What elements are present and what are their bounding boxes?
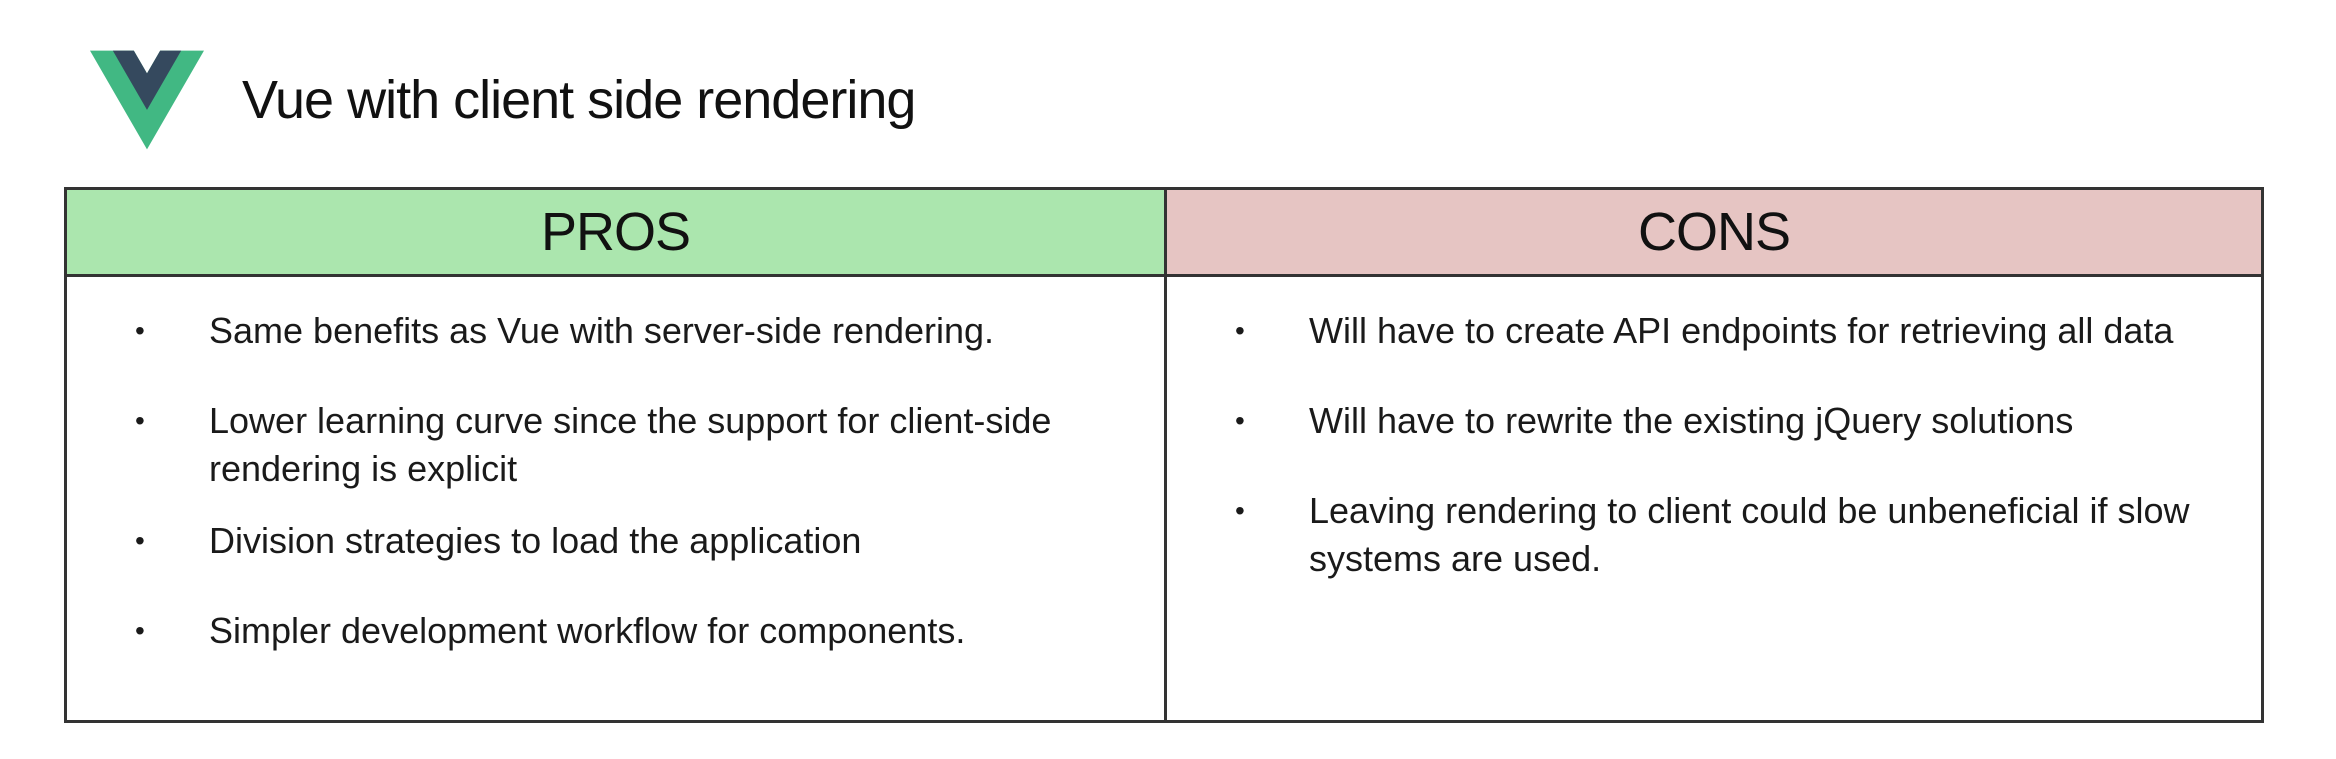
cons-list: • Will have to create API endpoints for …	[1167, 307, 2261, 583]
list-item: • Same benefits as Vue with server-side …	[67, 307, 1164, 355]
list-item: • Leaving rendering to client could be u…	[1167, 487, 2261, 583]
list-item: • Division strategies to load the applic…	[67, 517, 1164, 565]
cons-heading: CONS	[1167, 190, 2261, 277]
bullet-icon: •	[1235, 315, 1245, 346]
bullet-icon: •	[135, 615, 145, 646]
pros-list: • Same benefits as Vue with server-side …	[67, 307, 1164, 655]
pros-column: • Same benefits as Vue with server-side …	[67, 277, 1167, 720]
bullet-icon: •	[1235, 405, 1245, 436]
list-item: • Will have to create API endpoints for …	[1167, 307, 2261, 355]
list-item: • Lower learning curve since the support…	[67, 397, 1164, 493]
bullet-icon: •	[135, 405, 145, 436]
pros-cons-table: PROS CONS • Same benefits as Vue with se…	[64, 187, 2264, 723]
pros-heading: PROS	[67, 190, 1167, 277]
cons-column: • Will have to create API endpoints for …	[1167, 277, 2261, 720]
page-title: Vue with client side rendering	[242, 70, 916, 130]
bullet-icon: •	[135, 525, 145, 556]
list-item: • Will have to rewrite the existing jQue…	[1167, 397, 2261, 445]
list-item: • Simpler development workflow for compo…	[67, 607, 1164, 655]
header	[90, 48, 204, 152]
bullet-icon: •	[135, 315, 145, 346]
bullet-icon: •	[1235, 495, 1245, 526]
vue-logo	[90, 50, 204, 150]
